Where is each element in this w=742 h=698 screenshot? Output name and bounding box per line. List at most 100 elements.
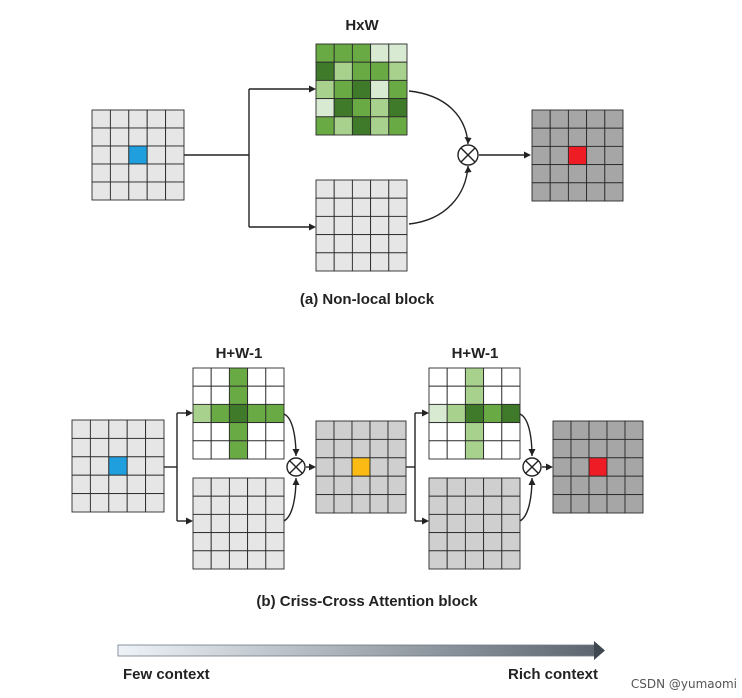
grid-cell — [108, 493, 128, 513]
grid-cell — [351, 438, 371, 459]
grid-cell — [388, 98, 408, 118]
grid-cell — [446, 532, 466, 552]
panel-a-arrowheads — [309, 85, 531, 231]
rich-context-label: Rich context — [508, 666, 598, 683]
grid-cell — [501, 403, 521, 424]
context-arrow-head — [594, 641, 605, 660]
grid-cell — [369, 494, 389, 514]
grid-cell — [315, 215, 335, 236]
grid-cell — [89, 419, 110, 439]
grid-cell — [606, 420, 626, 440]
grid-cell — [501, 550, 521, 570]
intermediate-feature-grid — [315, 420, 407, 514]
grid-cell — [265, 532, 285, 552]
hxw-attention-grid — [315, 43, 408, 136]
grid-cell — [89, 456, 110, 476]
grid-cell — [428, 495, 448, 515]
few-context-label: Few context — [123, 666, 210, 683]
grid-cell — [501, 477, 521, 497]
grid-cell — [192, 477, 212, 497]
criss-cross-matrix-label-2: H+W-1 — [452, 345, 499, 362]
context-arrow — [117, 641, 605, 660]
grid-cell — [108, 456, 128, 476]
grid-cell — [333, 197, 353, 217]
grid-cell — [315, 234, 335, 254]
panel-b-arrowheads-2 — [422, 409, 553, 525]
arrowhead — [546, 463, 553, 471]
grid-cell — [126, 493, 147, 513]
grid-cell — [549, 127, 569, 147]
grid-cell — [210, 422, 230, 442]
grid-cell — [333, 420, 353, 440]
grid-cell — [228, 550, 249, 570]
grid-cell — [464, 550, 485, 570]
grid-cell — [388, 116, 408, 136]
grid-cell — [333, 79, 353, 100]
grid-cell — [91, 163, 111, 183]
grid-cell — [165, 109, 185, 129]
grid-cell — [351, 179, 372, 199]
grid-cell — [247, 440, 267, 460]
grid-cell — [586, 127, 606, 147]
input-feature-grid-a — [91, 109, 185, 201]
grid-cell — [315, 79, 335, 100]
grid-cell — [165, 181, 185, 201]
grid-cell — [108, 437, 128, 458]
grid-cell — [265, 403, 285, 424]
grid-cell — [351, 116, 372, 136]
grid-cell — [570, 457, 590, 477]
grid-cell — [483, 532, 503, 552]
grid-cell — [333, 438, 353, 459]
grid-cell — [483, 477, 503, 497]
grid-cell — [146, 109, 167, 129]
grid-cell — [351, 475, 371, 496]
panel-b-caption: (b) Criss-Cross Attention block — [256, 593, 478, 610]
grid-cell — [586, 182, 606, 202]
arrowhead — [528, 449, 536, 456]
grid-cell — [567, 127, 588, 147]
grid-cell — [388, 215, 408, 236]
grid-cell — [351, 234, 372, 254]
grid-cell — [606, 457, 626, 477]
grid-cell — [333, 98, 353, 118]
grid-cell — [351, 252, 372, 272]
grid-cell — [128, 127, 148, 147]
arrowhead — [186, 517, 193, 525]
grid-cell — [370, 179, 390, 199]
arrowhead — [528, 478, 536, 485]
multiply-operator-cross — [289, 460, 303, 474]
grid-cell — [586, 164, 606, 184]
grid-cell — [624, 457, 644, 477]
grid-cell — [606, 438, 626, 459]
grid-cell — [464, 513, 485, 534]
grid-cell — [333, 457, 353, 477]
grid-cell — [570, 420, 590, 440]
criss-cross-attention-grid-1 — [192, 367, 285, 460]
arrowhead — [524, 151, 531, 159]
grid-cell — [192, 550, 212, 570]
grid-cell — [531, 182, 551, 202]
grid-cell — [128, 109, 148, 129]
grid-cell — [370, 98, 390, 118]
panel-a-connectors — [184, 88, 526, 228]
grid-cell — [483, 440, 503, 460]
grid-cell — [552, 420, 572, 440]
grid-cell — [265, 495, 285, 515]
multiply-operator — [286, 457, 306, 477]
grid-cell — [165, 163, 185, 183]
grid-cell — [501, 513, 521, 534]
grid-cell — [501, 440, 521, 460]
grid-cell — [315, 197, 335, 217]
arrowhead — [292, 478, 300, 485]
grid-cell — [210, 550, 230, 570]
grid-cell — [315, 98, 335, 118]
grid-cell — [501, 385, 521, 405]
grid-cell — [552, 475, 572, 496]
grid-cell — [89, 493, 110, 513]
grid-cell — [315, 438, 335, 459]
grid-cell — [501, 495, 521, 515]
grid-cell — [228, 385, 249, 405]
output-feature-grid-b — [552, 420, 644, 514]
grid-cell — [446, 550, 466, 570]
grid-cell — [265, 367, 285, 387]
